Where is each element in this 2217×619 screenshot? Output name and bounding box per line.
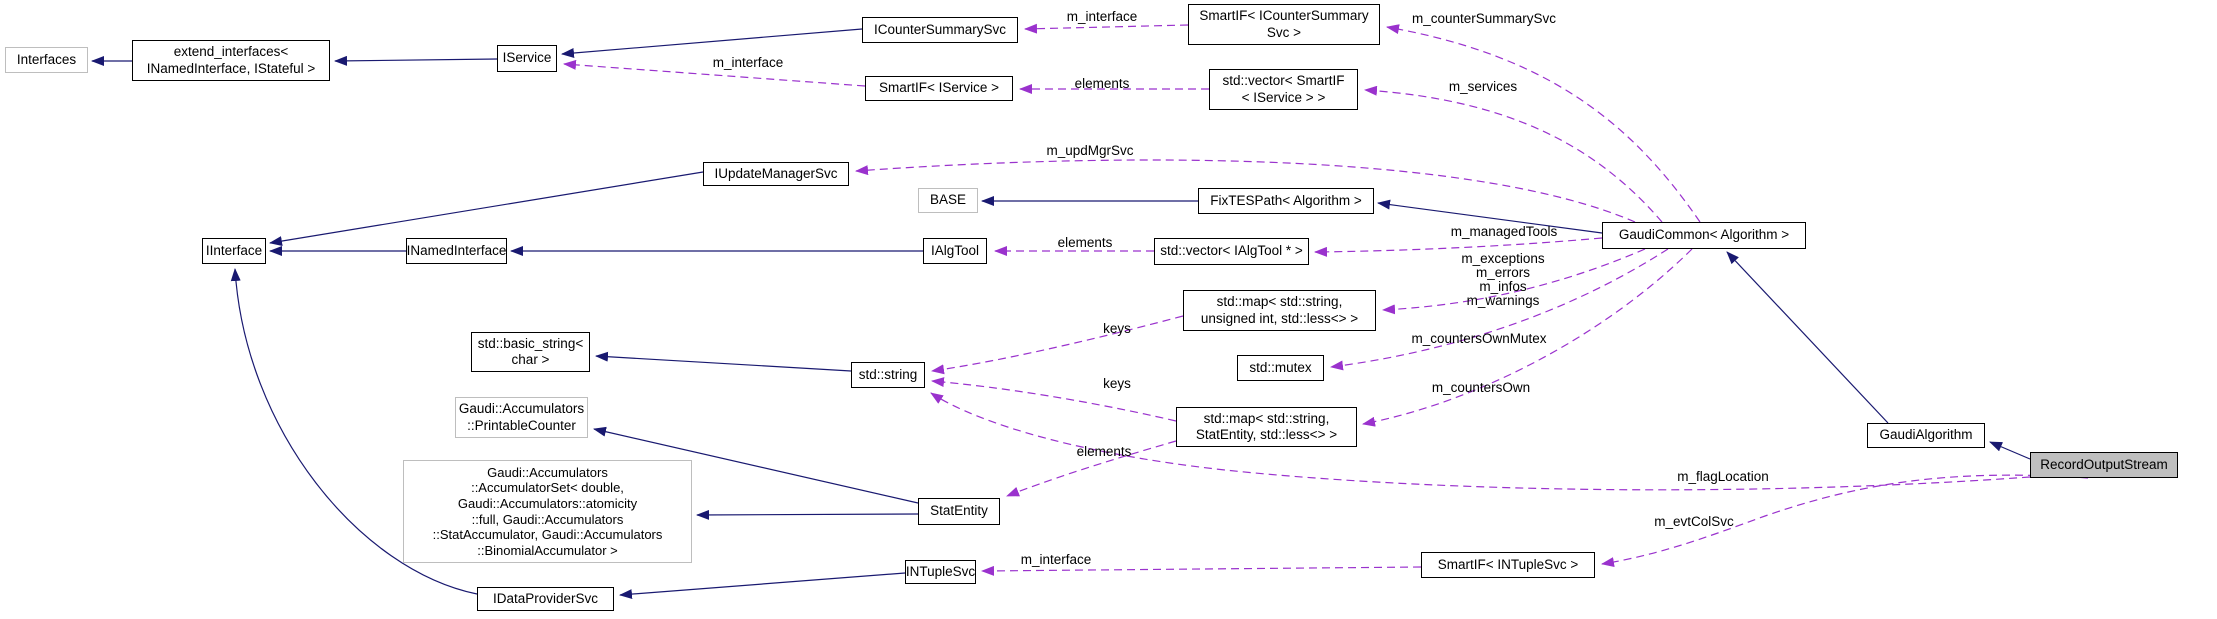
edge-label-elements-smartif-iservice: elements <box>1074 76 1130 91</box>
edge-gaudicommon-to-mapunsigned <box>1382 248 1646 315</box>
edge-recordoutputstream-to-gaudialgorithm <box>1989 441 2031 460</box>
node-std-string[interactable]: std::string <box>851 362 925 388</box>
edge-iupdatemanagersvc-to-iinterface <box>269 171 704 246</box>
edge-label-m-interface-iservice: m_interface <box>712 55 784 70</box>
edge-label-m-countersown: m_countersOwn <box>1431 380 1531 395</box>
edge-recordoutputstream-to-stdstring <box>930 392 2031 491</box>
edge-label-m-countersummarysvc: m_counterSummarySvc <box>1411 11 1557 26</box>
edge-mapstatentity-to-stdstring-keys <box>931 377 1177 422</box>
edge-gaudicommon-to-smartificss <box>1386 24 1701 223</box>
edge-label-keys-lower: keys <box>1103 376 1131 391</box>
node-iinterface[interactable]: IInterface <box>202 238 266 264</box>
node-std-mutex[interactable]: std::mutex <box>1237 355 1324 381</box>
node-printablecounter: Gaudi::Accumulators ::PrintableCounter <box>455 397 588 438</box>
edge-mapunsigned-to-stdstring-keys <box>931 315 1184 375</box>
node-idataprovidersvc[interactable]: IDataProviderSvc <box>477 587 614 611</box>
node-basic-string[interactable]: std::basic_string< char > <box>471 332 590 372</box>
edge-gaudicommon-to-mapstatentity <box>1362 248 1693 427</box>
edge-label-m-flaglocation: m_flagLocation <box>1677 469 1769 484</box>
edge-gaudialgorithm-to-gaudicommon <box>1726 251 1889 424</box>
node-extend-interfaces[interactable]: extend_interfaces< INamedInterface, ISta… <box>132 40 330 81</box>
edge-stdstring-to-basicstring <box>595 351 852 372</box>
node-iservice[interactable]: IService <box>497 45 557 72</box>
edge-label-keys-upper: keys <box>1103 321 1131 336</box>
edge-label-counter-maps-group: m_exceptions m_errors m_infos m_warnings <box>1461 251 1545 308</box>
node-iupdatemanagersvc[interactable]: IUpdateManagerSvc <box>703 162 849 186</box>
edge-intuplesvc-to-idataprovidersvc <box>619 572 906 600</box>
node-inamedinterface[interactable]: INamedInterface <box>406 238 507 264</box>
edge-icountersummarysvc-to-iservice <box>561 28 863 58</box>
edge-iservice-to-extendinterfaces <box>334 55 498 66</box>
edge-smartifintuplesvc-to-intuplesvc <box>981 565 1422 576</box>
edge-label-m-services: m_services <box>1448 79 1518 94</box>
edge-label-m-countersownmutex: m_countersOwnMutex <box>1411 331 1547 346</box>
edge-gaudicommon-to-fixtespath <box>1377 199 1603 234</box>
node-vector-smartif-iservice[interactable]: std::vector< SmartIF < IService > > <box>1209 69 1358 110</box>
edge-smartifiservice-to-iservice <box>563 59 866 87</box>
node-vector-ialgtool[interactable]: std::vector< IAlgTool * > <box>1154 238 1309 265</box>
edge-label-m-interface-intuplesvc: m_interface <box>1020 552 1092 567</box>
node-statentity[interactable]: StatEntity <box>918 498 1000 525</box>
node-gaudialgorithm[interactable]: GaudiAlgorithm <box>1867 423 1985 448</box>
edge-gaudicommon-to-iupdatemanagersvc <box>855 159 1636 223</box>
node-icountersummarysvc[interactable]: ICounterSummarySvc <box>862 17 1018 43</box>
node-smartif-intuplesvc[interactable]: SmartIF< INTupleSvc > <box>1421 552 1595 578</box>
edge-label-elements-statentity: elements <box>1076 444 1132 459</box>
edge-statentity-to-printablecounter <box>593 426 919 504</box>
edge-smartificss-to-icountersummarysvc <box>1024 23 1189 34</box>
edge-gaudicommon-to-vectorsmartif <box>1364 85 1663 223</box>
edge-label-m-updmgrsvc: m_updMgrSvc <box>1046 143 1134 158</box>
node-gaudicommon[interactable]: GaudiCommon< Algorithm > <box>1602 222 1806 249</box>
node-map-string-unsigned[interactable]: std::map< std::string, unsigned int, std… <box>1183 290 1376 331</box>
node-interfaces: Interfaces <box>5 47 88 73</box>
edge-recordoutputstream-to-smartifintuplesvc <box>1601 474 2089 568</box>
edge-gaudicommon-to-vectorialgtool <box>1314 237 1603 257</box>
edge-label-m-evtcolsvc: m_evtColSvc <box>1654 514 1734 529</box>
node-map-string-statentity[interactable]: std::map< std::string, StatEntity, std::… <box>1176 407 1357 447</box>
node-fixtespath[interactable]: FixTESPath< Algorithm > <box>1198 188 1374 214</box>
edge-label-elements-ialgtool: elements <box>1057 235 1113 250</box>
node-recordoutputstream: RecordOutputStream <box>2030 452 2178 478</box>
edge-idataprovidersvc-to-iinterface <box>230 268 478 595</box>
edge-gaudicommon-to-mutex <box>1330 248 1669 371</box>
edge-label-m-interface-icountersummarysvc: m_interface <box>1066 9 1138 24</box>
node-base: BASE <box>918 188 978 213</box>
node-smartif-iservice[interactable]: SmartIF< IService > <box>865 76 1013 101</box>
node-smartif-icountersummarysvc[interactable]: SmartIF< ICounterSummary Svc > <box>1188 4 1380 45</box>
node-intuplesvc[interactable]: INTupleSvc <box>905 560 976 584</box>
edge-statentity-to-accumulatorset <box>696 509 919 520</box>
node-accumulatorset: Gaudi::Accumulators ::AccumulatorSet< do… <box>403 460 692 563</box>
edge-mapstatentity-to-statentity <box>1006 440 1177 497</box>
edge-label-m-managedtools: m_managedTools <box>1450 224 1558 239</box>
node-ialgtool[interactable]: IAlgTool <box>923 238 987 264</box>
